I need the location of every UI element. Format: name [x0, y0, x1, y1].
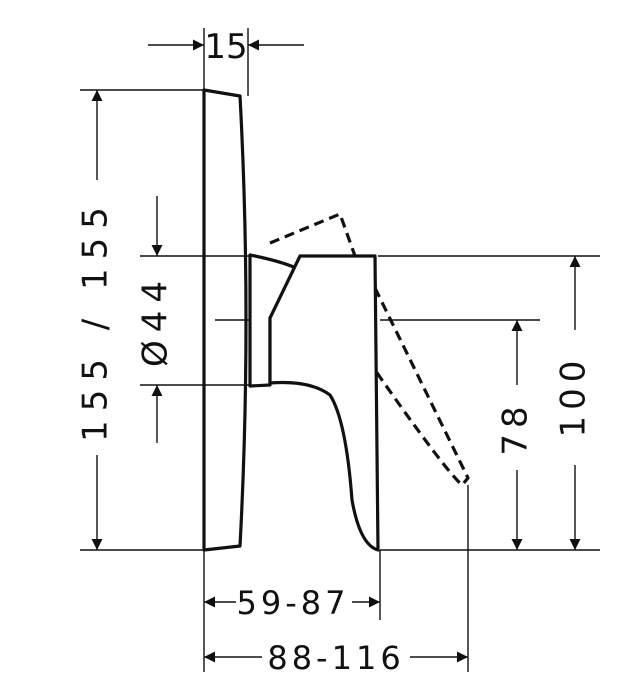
- dim-100-label: 100: [554, 355, 594, 438]
- lever-dashed-side: [373, 287, 470, 487]
- dim-88-116-label: 88-116: [267, 639, 404, 677]
- dim-155-label: 155 / 155: [76, 198, 116, 442]
- dim-59-87-label: 59-87: [237, 584, 350, 622]
- lever-solid: [268, 254, 380, 552]
- lever-dashed-top: [269, 212, 357, 257]
- dim-44-label: Ø44: [136, 273, 176, 367]
- dim-15-label: 15: [204, 27, 247, 67]
- dim-78-label: 78: [496, 400, 536, 455]
